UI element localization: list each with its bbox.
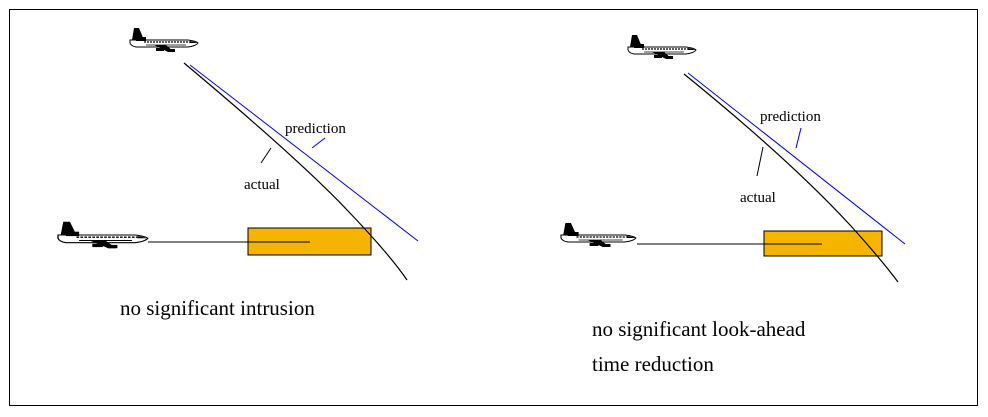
right-panel: prediction actual no significant look-ah… xyxy=(560,34,906,376)
right-caption-line1: no significant look-ahead xyxy=(592,317,806,341)
prediction-leader xyxy=(795,127,802,149)
left-caption: no significant intrusion xyxy=(120,296,315,320)
actual-label: actual xyxy=(740,190,776,206)
prediction-line xyxy=(189,64,419,242)
left-panel: prediction actual no significant intrusi… xyxy=(57,27,419,320)
actual-trajectory xyxy=(683,73,899,283)
prediction-line xyxy=(687,72,906,245)
actual-leader xyxy=(260,147,272,164)
actual-leader xyxy=(756,146,764,177)
prediction-leader xyxy=(311,137,326,149)
actual-label: actual xyxy=(244,177,280,193)
prediction-label: prediction xyxy=(760,109,821,125)
prediction-label: prediction xyxy=(285,121,346,137)
upper-aircraft-icon xyxy=(129,27,199,53)
right-caption-line2: time reduction xyxy=(592,352,714,376)
actual-trajectory xyxy=(183,62,408,281)
lower-aircraft-icon xyxy=(57,221,149,249)
lower-aircraft-icon xyxy=(560,222,637,248)
upper-aircraft-icon xyxy=(627,34,697,60)
diagram-frame xyxy=(9,9,978,406)
